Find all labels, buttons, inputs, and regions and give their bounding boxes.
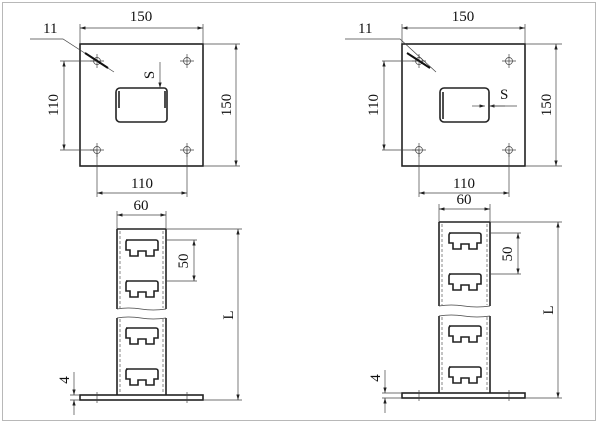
base-thickness-label: 4 xyxy=(57,376,73,384)
hole-diameter-label: 11 xyxy=(43,21,57,37)
column-width-label: 60 xyxy=(457,192,472,208)
thickness-label: S xyxy=(500,87,508,103)
bolt-holes xyxy=(90,54,194,157)
plate-width-label: 150 xyxy=(452,9,475,25)
left-base-plate-top-view: 150 150 110 110 11 S xyxy=(30,9,240,197)
column-length-label: L xyxy=(221,310,237,319)
thickness-label: S xyxy=(142,71,158,79)
plate-width-label: 150 xyxy=(130,9,153,25)
column-width-label: 60 xyxy=(134,198,149,214)
base-thickness-label: 4 xyxy=(368,374,384,382)
hole-spacing-horizontal-label: 110 xyxy=(131,176,153,192)
break-line xyxy=(116,307,167,320)
right-base-plate-top-view: 150 150 110 110 11 S xyxy=(345,9,562,197)
mounting-slot xyxy=(125,327,159,345)
mounting-slot xyxy=(125,368,159,386)
hole-spacing-vertical-label: 110 xyxy=(366,94,382,116)
hole-spacing-horizontal-label: 110 xyxy=(453,176,475,192)
base-plate-outline xyxy=(79,43,204,167)
base-plate-side xyxy=(79,394,204,401)
c-profile-opening xyxy=(115,87,168,123)
rectangular-tube-opening xyxy=(439,87,490,123)
slot-pitch-label: 50 xyxy=(500,247,516,262)
mounting-slot xyxy=(125,280,159,298)
hole-diameter-label: 11 xyxy=(358,21,372,37)
drawing-frame xyxy=(2,2,596,421)
plate-height-label: 150 xyxy=(539,94,555,117)
mounting-slot xyxy=(125,239,159,257)
column-length-label: L xyxy=(541,305,557,314)
hole-spacing-vertical-label: 110 xyxy=(46,94,62,116)
slot-pitch-label: 50 xyxy=(176,254,192,269)
right-column-side-view: 60 50 L 4 xyxy=(368,192,562,413)
plate-height-label: 150 xyxy=(219,94,235,117)
left-column-side-view: 60 50 L 4 xyxy=(57,198,242,415)
